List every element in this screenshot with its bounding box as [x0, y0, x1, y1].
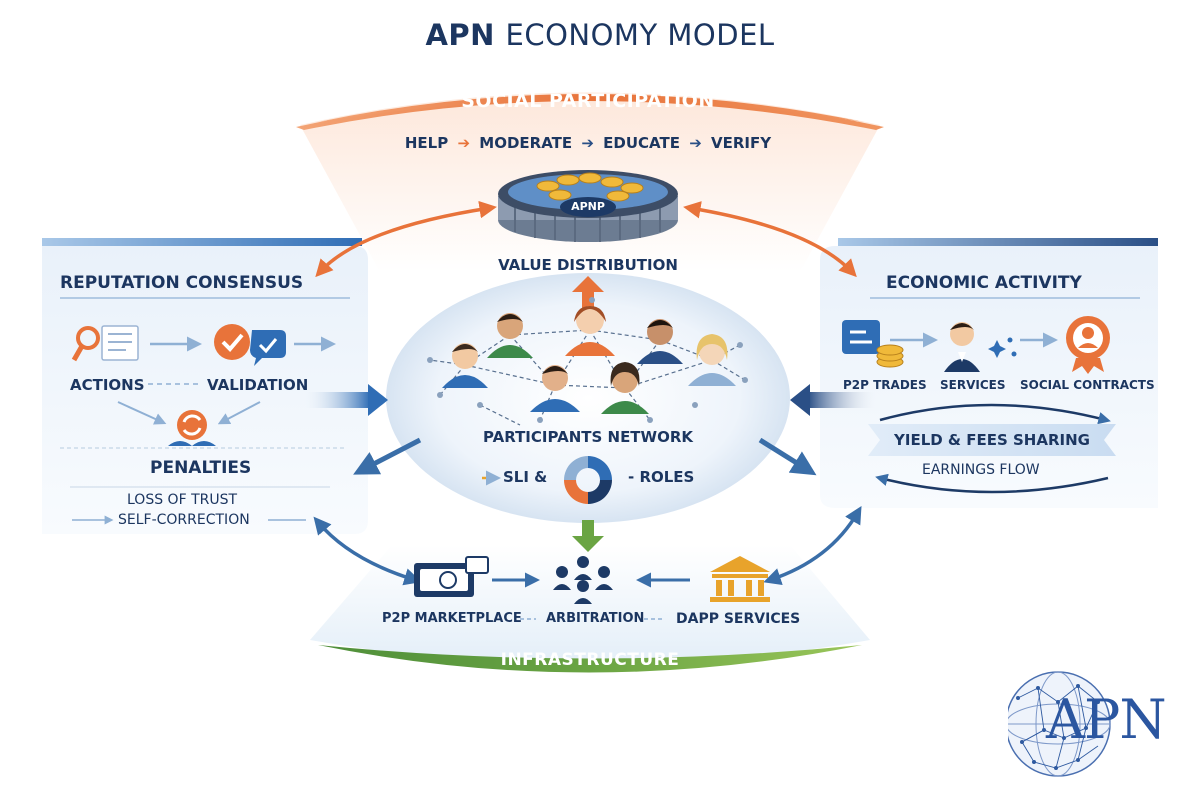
social-contracts-label: SOCIAL CONTRACTS — [1020, 378, 1155, 392]
arrow-infra-to-reputation — [313, 516, 422, 586]
arrow-reputation-to-network — [300, 384, 388, 416]
penalties-icon — [168, 410, 216, 446]
roles-label: - ROLES — [628, 468, 695, 486]
network-ellipse — [386, 273, 790, 523]
arbitration-icon — [553, 556, 613, 604]
p2p-marketplace-label: P2P MARKETPLACE — [382, 611, 522, 626]
arrow-network-down — [572, 520, 604, 552]
dapp-services-icon — [710, 556, 770, 602]
step-help: HELP — [404, 134, 449, 152]
person-2-icon — [487, 313, 533, 358]
penalties-label: PENALTIES — [150, 458, 252, 478]
arrow-network-to-penalties — [353, 437, 422, 475]
arrow-network-to-earnings — [758, 437, 817, 476]
roles-cycle-icon — [564, 456, 612, 504]
p2p-trades-icon — [842, 320, 904, 368]
person-5-icon — [688, 334, 736, 386]
step-moderate: MODERATE — [479, 134, 573, 152]
earnings-flow-label: EARNINGS FLOW — [922, 462, 1040, 478]
actions-label: ACTIONS — [70, 376, 145, 394]
validation-label: VALIDATION — [207, 376, 309, 394]
step-educate: EDUCATE — [603, 134, 680, 152]
yield-fees-label: YIELD & FEES SHARING — [894, 431, 1090, 449]
reputation-panel — [42, 238, 368, 534]
services-icon — [944, 322, 980, 372]
globe-icon — [1005, 671, 1111, 777]
person-6-icon — [530, 365, 580, 412]
arrow-network-up — [572, 276, 604, 310]
apnp-pool-icon — [498, 170, 678, 242]
apn-logo: APN — [1005, 668, 1178, 780]
p2p-marketplace-icon — [414, 556, 489, 597]
self-correction-label: SELF-CORRECTION — [118, 512, 250, 528]
step-verify: VERIFY — [711, 134, 772, 152]
person-1-icon — [442, 343, 488, 388]
arrow-economic-to-network — [790, 384, 880, 416]
social-participation-title: SOCIAL PARTICIPATION — [461, 90, 715, 112]
services-label: SERVICES — [940, 378, 1006, 392]
p2p-trades-label: P2P TRADES — [843, 378, 927, 392]
value-distribution-label: VALUE DISTRIBUTION — [498, 256, 678, 274]
apnp-pool-label: APNP — [571, 200, 605, 213]
person-3-icon — [565, 306, 615, 356]
apn-logo-text: APN — [1046, 688, 1167, 751]
page-title: APN ECONOMY MODEL — [425, 18, 775, 52]
validation-icon — [214, 324, 286, 366]
loss-of-trust-label: LOSS OF TRUST — [127, 492, 238, 508]
actions-icon — [71, 325, 139, 362]
sli-label: SLI & — [503, 468, 548, 486]
yield-banner — [868, 403, 1116, 494]
arrow-infra-to-economic — [763, 505, 862, 585]
social-steps: HELP ➔ MODERATE ➔ EDUCATE ➔ VERIFY — [404, 134, 772, 152]
infrastructure-title: INFRASTRUCTURE — [500, 650, 680, 670]
dapp-services-label: DAPP SERVICES — [676, 611, 801, 627]
arrow-social-to-economic — [683, 201, 857, 278]
economic-activity-title: ECONOMIC ACTIVITY — [886, 273, 1082, 293]
sparkle-icon — [988, 337, 1017, 358]
arrow-social-to-reputation — [315, 200, 497, 278]
social-contracts-icon — [1066, 316, 1110, 374]
arbitration-label: ARBITRATION — [546, 611, 645, 626]
person-7-icon — [601, 362, 649, 414]
person-4-icon — [637, 319, 683, 364]
participants-network-label: PARTICIPANTS NETWORK — [482, 428, 694, 446]
reputation-title: REPUTATION CONSENSUS — [60, 273, 304, 293]
